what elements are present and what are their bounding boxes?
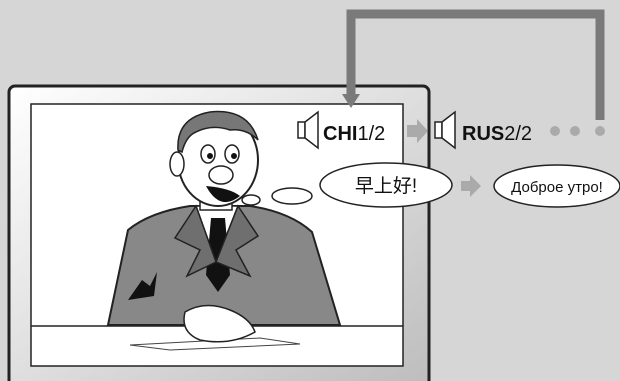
next-language-code: RUS bbox=[462, 123, 504, 145]
current-track-number: 1/2 bbox=[357, 123, 385, 145]
speech-puff-small bbox=[242, 195, 260, 205]
anchor-pupil-left bbox=[207, 153, 213, 159]
subtitle-russian: Доброе утро! bbox=[511, 179, 603, 196]
anchor-ear bbox=[170, 152, 184, 176]
svg-text:RUS2/2: RUS2/2 bbox=[462, 123, 532, 145]
anchor-nose bbox=[209, 166, 233, 184]
speech-puff-medium bbox=[272, 188, 312, 204]
anchor-pupil-right bbox=[231, 153, 237, 159]
ellipsis-dots-icon bbox=[550, 126, 605, 136]
subtitle-chinese: 早上好! bbox=[355, 175, 417, 197]
speech-bubble-russian: Доброе утро! bbox=[494, 165, 620, 207]
current-language-code: CHI bbox=[323, 123, 357, 145]
next-track-number: 2/2 bbox=[504, 123, 532, 145]
svg-text:CHI1/2: CHI1/2 bbox=[323, 123, 385, 145]
speech-bubble-chinese: 早上好! bbox=[320, 163, 452, 207]
